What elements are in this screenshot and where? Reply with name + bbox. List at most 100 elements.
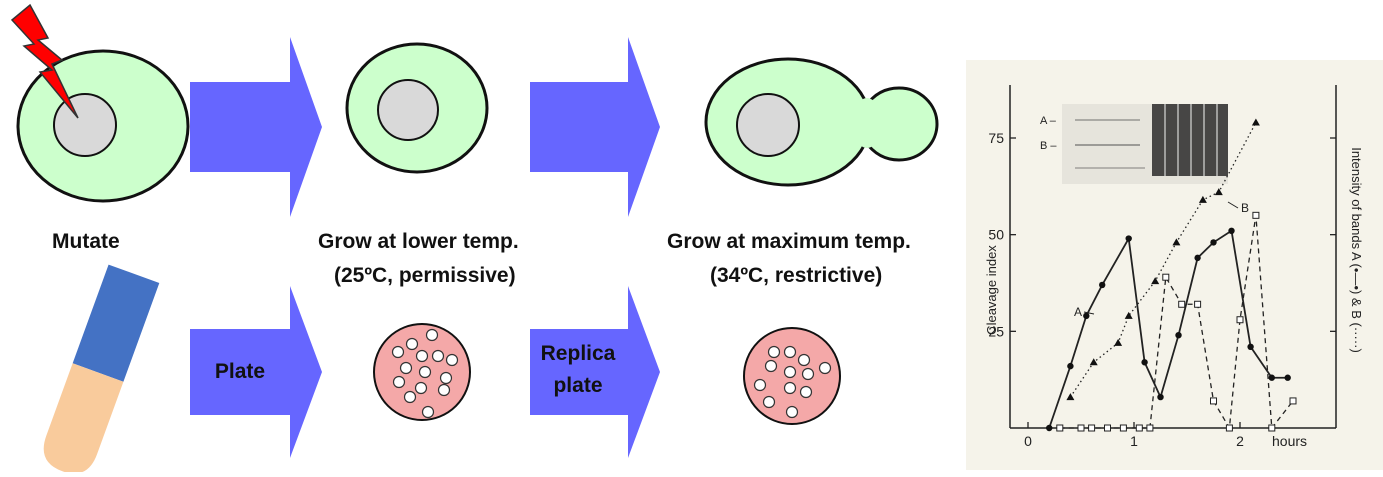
colony-icon <box>415 349 429 363</box>
data-point <box>1251 118 1260 126</box>
colony-icon <box>391 345 405 359</box>
data-point <box>1252 211 1260 219</box>
yeast-cell-icon <box>345 42 489 174</box>
colony-icon <box>783 381 797 395</box>
data-point <box>1099 281 1106 289</box>
data-point <box>1175 332 1182 339</box>
grow-lower-label-line1: Grow at lower temp. <box>318 230 519 253</box>
colony-icon <box>431 349 445 363</box>
data-point <box>1198 195 1207 203</box>
x-tick-label: 1 <box>1130 433 1138 449</box>
budding-cell-icon <box>704 57 939 187</box>
blot-label-a: A – <box>1040 115 1057 127</box>
plate-label: Plate <box>214 360 266 383</box>
data-point <box>1157 393 1164 401</box>
lightning-icon <box>10 3 79 119</box>
data-point <box>1228 227 1235 234</box>
data-point <box>1268 374 1276 381</box>
mutate-label: Mutate <box>52 230 120 253</box>
colony-icon <box>764 359 778 373</box>
data-point <box>1067 362 1074 370</box>
colony-icon <box>403 390 417 404</box>
colony-icon <box>405 337 419 351</box>
colony-icon <box>437 383 451 397</box>
colony-icon <box>767 345 781 359</box>
data-point <box>1077 424 1085 432</box>
colony-icon <box>783 365 797 379</box>
replica-label-line1: Replica <box>540 342 616 365</box>
colony-icon <box>414 381 428 395</box>
data-point <box>1066 393 1075 401</box>
y-tick-label: 25 <box>988 323 1004 339</box>
colony-icon <box>421 405 435 419</box>
data-point <box>1124 311 1133 319</box>
colony-icon <box>439 371 453 385</box>
colony-icon <box>797 353 811 367</box>
data-point <box>1151 277 1160 285</box>
y-tick-label: 50 <box>988 227 1004 243</box>
data-point <box>1194 254 1201 262</box>
series-line-a <box>1048 229 1288 429</box>
annotation-a: A <box>1074 305 1082 319</box>
colony-icon <box>445 353 459 367</box>
data-point <box>1114 338 1123 346</box>
blot-label-b: B – <box>1040 140 1057 152</box>
colony-icon <box>799 385 813 399</box>
arrow-1-icon <box>190 37 322 217</box>
data-point <box>1214 188 1223 196</box>
colony-icon <box>762 395 776 409</box>
data-point <box>1172 238 1181 246</box>
data-point <box>1089 358 1098 366</box>
x-axis-label: hours <box>1272 433 1307 449</box>
colony-icon <box>818 361 832 375</box>
x-tick-label: 2 <box>1236 433 1244 449</box>
data-point <box>1141 359 1148 366</box>
chart-plot-area: 0 1 2 25 50 75 hours Cleavage index Intensity of… <box>984 85 1364 449</box>
arrow-2-icon <box>530 37 660 217</box>
data-point <box>1088 424 1096 432</box>
y-tick-label: 75 <box>988 130 1004 146</box>
grow-max-label-line2: (34ºC, restrictive) <box>710 264 883 287</box>
data-point <box>1178 300 1186 308</box>
colony-icon <box>785 405 799 419</box>
gel-blot-image <box>1062 104 1228 184</box>
x-tick-label: 0 <box>1024 433 1032 449</box>
data-point <box>1194 300 1202 308</box>
data-point <box>1083 312 1090 320</box>
data-point <box>1289 397 1297 405</box>
chart-panel: 0 1 2 25 50 75 hours Cleavage index Intensity of… <box>966 60 1383 470</box>
annotation-arrow <box>1083 311 1095 315</box>
data-point <box>1135 424 1143 432</box>
data-point <box>1225 424 1233 432</box>
colony-icon <box>425 328 439 342</box>
annotation-b: B <box>1241 201 1249 215</box>
grow-max-label-line1: Grow at maximum temp. <box>667 230 911 253</box>
data-point <box>1146 424 1154 432</box>
data-point <box>1162 273 1170 281</box>
series-line-cleavage-index <box>1059 215 1294 431</box>
y-axis-label-right: Intensity of bands A (•—•) & B (·····) <box>1349 147 1364 353</box>
data-point <box>1284 374 1291 381</box>
data-point <box>1210 397 1217 405</box>
colony-icon <box>418 365 432 379</box>
petri-dish-icon <box>373 323 471 421</box>
colony-icon <box>753 378 767 392</box>
data-point <box>1236 316 1244 324</box>
replica-arrow-icon <box>530 286 660 458</box>
data-point <box>1247 343 1254 350</box>
replica-label-line2: plate <box>553 374 603 397</box>
data-point <box>1268 424 1276 432</box>
test-tube-icon <box>43 264 160 474</box>
y-axis-label: Cleavage index <box>984 245 999 335</box>
data-point <box>1119 424 1127 432</box>
petri-dish-icon <box>743 327 841 425</box>
data-point <box>1210 239 1217 246</box>
annotation-arrow <box>1227 201 1239 209</box>
colony-icon <box>783 345 797 359</box>
data-point <box>1125 235 1132 242</box>
colony-icon <box>399 361 413 375</box>
grow-lower-label-line2: (25ºC, permissive) <box>334 264 516 287</box>
data-point <box>1104 424 1111 432</box>
data-point <box>1046 424 1053 432</box>
